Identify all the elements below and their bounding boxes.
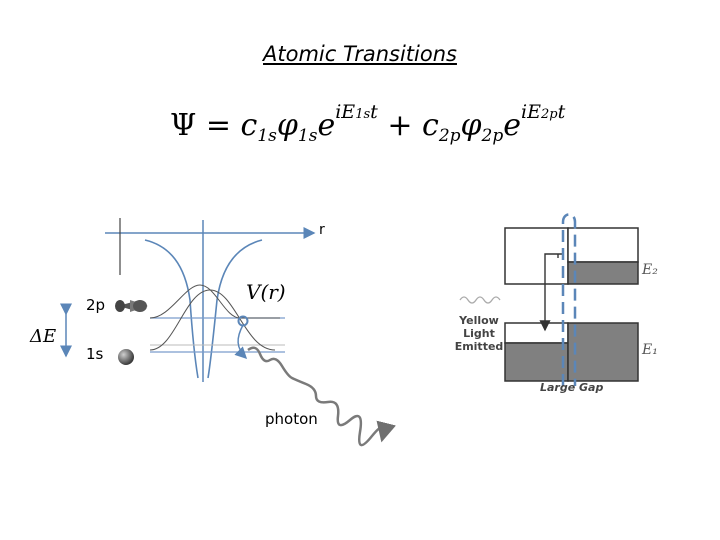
exponent-2-subscript: 2p <box>540 107 558 122</box>
wavefunction-equation: Ψ = c1sφ1seiE1st + c2pφ2peiE2pt <box>170 101 565 146</box>
exp-base-1: e <box>317 108 336 143</box>
psi-symbol: Ψ <box>170 108 197 143</box>
band-left-upper <box>504 227 569 285</box>
exponent-2-ie: iE <box>521 101 541 123</box>
level-1s-label: 1s <box>86 345 104 363</box>
slide-title: Atomic Transitions <box>263 42 457 66</box>
level-2p-label: 2p <box>86 296 106 314</box>
coefficient-1s: c <box>240 108 258 143</box>
delta-e-label: ΔE <box>30 326 57 347</box>
orbital-2p-icon <box>115 300 148 312</box>
wavefunction-1s <box>149 289 276 351</box>
coefficient-2p: c <box>422 108 439 143</box>
band-right-lower-fill <box>567 322 639 382</box>
band-right-upper <box>567 227 639 263</box>
phi-2p-subscript: 2p <box>481 126 504 146</box>
photon-wave <box>247 346 396 447</box>
e2-label: E₂ <box>642 262 658 278</box>
r-axis-label: r <box>319 222 325 238</box>
band-diagram <box>459 213 639 386</box>
potential-label: V(r) <box>246 280 286 304</box>
coefficient-1s-subscript: 1s <box>257 126 277 146</box>
dashed-loop <box>561 213 577 386</box>
phi-1s: φ <box>276 108 298 143</box>
phi-1s-subscript: 1s <box>297 126 318 146</box>
exponent-1: iE1st <box>335 101 378 123</box>
potential-curve-right <box>207 239 263 379</box>
plus-sign: + <box>387 108 413 143</box>
phi-2p: φ <box>460 108 482 143</box>
wavefunction-2p <box>149 284 280 319</box>
orbital-1s-icon <box>118 349 134 365</box>
gap-label: Large Gap <box>540 381 604 394</box>
exponent-1-ie: iE <box>335 101 356 123</box>
exponent-2: iE2pt <box>521 101 565 123</box>
exponent-1-subscript: 1s <box>355 107 371 122</box>
photon-label: photon <box>265 410 318 428</box>
emitted-line-2: Light <box>463 327 495 340</box>
potential-curve-left <box>144 239 199 379</box>
exponent-2-t: t <box>557 101 566 123</box>
equals-sign: = <box>205 108 231 143</box>
e1-label: E₁ <box>642 342 658 358</box>
emitted-line-1: Yellow <box>459 314 499 327</box>
transition-path <box>539 253 563 332</box>
emitted-wave <box>459 296 501 304</box>
band-left-lower-fill <box>504 342 569 382</box>
exponent-1-t: t <box>370 101 378 123</box>
emitted-label: Yellow Light Emitted <box>452 314 506 353</box>
exp-base-2: e <box>503 108 522 143</box>
band-left-lower <box>504 322 569 344</box>
emitted-line-3: Emitted <box>454 340 504 353</box>
band-right-upper-fill <box>567 261 639 285</box>
coefficient-2p-subscript: 2p <box>438 126 461 146</box>
electron-transition-arrow <box>234 324 248 360</box>
